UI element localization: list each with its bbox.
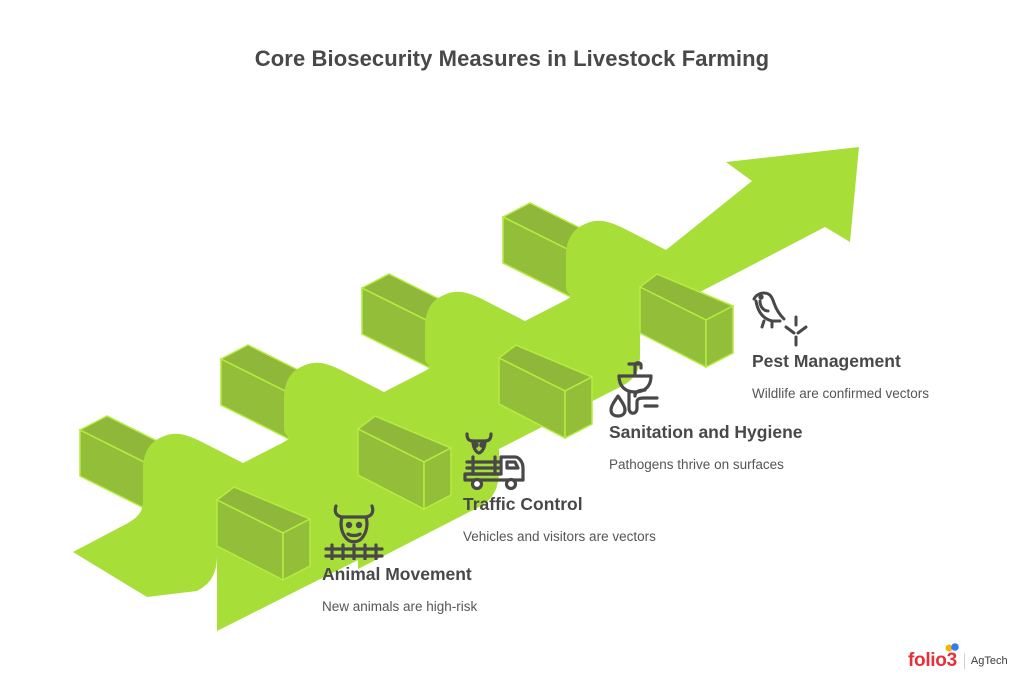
logo-divider (963, 653, 965, 669)
livestock-truck-icon (463, 432, 525, 490)
step-label: Animal Movement (322, 564, 472, 584)
step-animal-movement: Animal Movement New animals are high-ris… (322, 502, 477, 614)
sink-drop-icon (609, 361, 659, 418)
step-description: Vehicles and visitors are vectors (463, 529, 656, 544)
step-description: Wildlife are confirmed vectors (752, 386, 930, 401)
step-label: Pest Management (752, 351, 901, 371)
step-pest-management: Pest Management Wildlife are confirmed v… (752, 289, 929, 401)
brand-logo: folio3 AgTech (908, 643, 1008, 672)
brand-subtitle: AgTech (970, 655, 1008, 667)
step-traffic-control: Traffic Control Vehicles and visitors ar… (463, 432, 656, 544)
cow-fence-icon (324, 504, 384, 560)
step-label: Sanitation and Hygiene (609, 422, 803, 442)
step-sanitation-hygiene: Sanitation and Hygiene Pathogens thrive … (609, 360, 803, 472)
step-description: Pathogens thrive on surfaces (609, 457, 784, 472)
brand-name: folio3 (908, 643, 959, 672)
step-description: New animals are high-risk (322, 599, 478, 614)
logo-dots-icon (945, 643, 959, 652)
step-label: Traffic Control (463, 494, 583, 514)
bird-footprint-icon (752, 291, 808, 347)
page-title: Core Biosecurity Measures in Livestock F… (254, 46, 770, 71)
